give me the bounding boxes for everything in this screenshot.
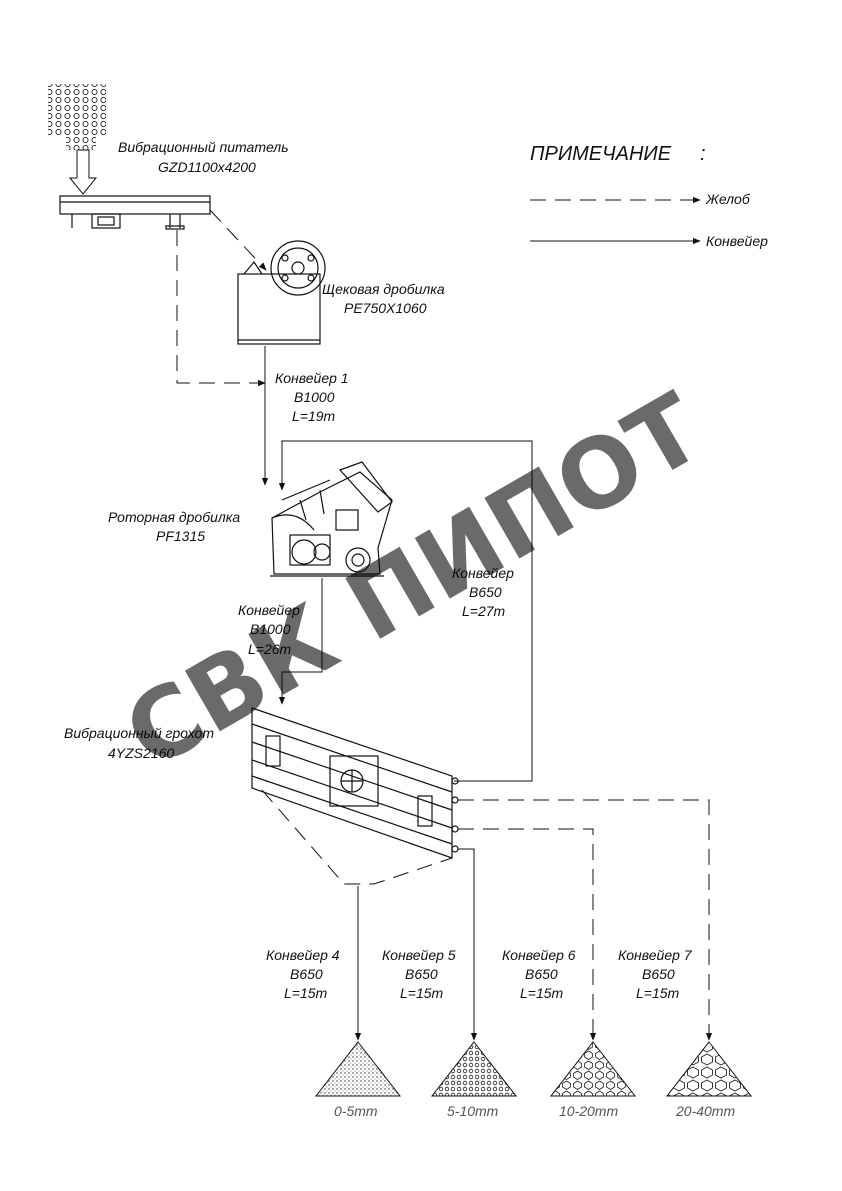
stockpile-10-20-icon: [549, 1041, 637, 1097]
watermark: СВК ПИПОТ: [107, 372, 720, 791]
conveyor-3-line: [278, 440, 533, 782]
conveyor-3-width: B650: [469, 584, 502, 600]
conveyor-2-length: L=26m: [248, 641, 292, 657]
conveyor-2-name: Конвейер: [238, 602, 300, 618]
legend-title: ПРИМЕЧАНИЕ: [530, 143, 672, 165]
screen-model: 4YZS2160: [108, 745, 174, 761]
fraction-0-5: 0-5mm: [334, 1103, 378, 1119]
jaw-crusher-model: PE750X1060: [344, 300, 427, 316]
fraction-20-40: 20-40mm: [675, 1103, 735, 1119]
vibrating-screen-icon: [251, 707, 459, 885]
conveyor-5-line: [458, 848, 478, 1041]
fraction-10-20: 10-20mm: [559, 1103, 618, 1119]
conveyor-6-name: Конвейер 6: [502, 947, 576, 963]
conveyor-6-width: B650: [525, 966, 558, 982]
legend-colon: :: [700, 143, 706, 165]
raw-material-icon: [48, 84, 106, 150]
jaw-crusher-name: Щековая дробилка: [322, 281, 445, 297]
impact-crusher-icon: [270, 461, 393, 577]
conveyor-5-name: Конвейер 5: [382, 947, 456, 963]
impact-crusher-model: PF1315: [156, 528, 205, 544]
conveyor-7-length: L=15m: [636, 985, 680, 1001]
chute-6-line: [458, 828, 597, 1041]
conveyor-4-name: Конвейер 4: [266, 947, 340, 963]
chute-feeder-to-jaw: [209, 209, 267, 271]
conveyor-3-name: Конвейер: [452, 565, 514, 581]
conveyor-1-length: L=19m: [292, 408, 336, 424]
fraction-5-10: 5-10mm: [447, 1103, 499, 1119]
conveyor-4-length: L=15m: [284, 985, 328, 1001]
conveyor-3-length: L=27m: [462, 603, 506, 619]
chute-7-line: [458, 799, 713, 1041]
conveyor-4-width: B650: [290, 966, 323, 982]
conveyor-6-length: L=15m: [520, 985, 564, 1001]
output-5-labels: Конвейер 5 B650 L=15m: [382, 947, 456, 1001]
conveyor-1-name: Конвейер 1: [275, 370, 349, 386]
conveyor-2-line: [278, 578, 323, 705]
jaw-crusher-icon: [237, 240, 326, 345]
stockpile-5-10-icon: [430, 1041, 518, 1097]
feeder-model: GZD1100x4200: [158, 159, 256, 175]
vibrating-feeder-icon: [59, 195, 211, 230]
legend-conveyor-label: Конвейер: [706, 233, 768, 249]
stockpile-20-40-icon: [665, 1041, 753, 1097]
stockpile-0-5-icon: [314, 1041, 402, 1097]
conveyor-1-width: B1000: [294, 389, 335, 405]
output-6-labels: Конвейер 6 B650 L=15m: [502, 947, 576, 1001]
chute-feeder-bypass: [176, 230, 266, 387]
impact-crusher-name: Роторная дробилка: [108, 509, 240, 525]
feeder-name: Вибрационный питатель: [118, 139, 289, 155]
output-4-labels: Конвейер 4 B650 L=15m: [266, 947, 340, 1001]
feed-arrow: [68, 149, 98, 195]
output-7-labels: Конвейер 7 B650 L=15m: [618, 947, 693, 1001]
legend-chute-label: Желоб: [705, 191, 751, 207]
conveyor-7-name: Конвейер 7: [618, 947, 693, 963]
screen-name: Вибрационный грохот: [64, 725, 214, 741]
conveyor-5-width: B650: [405, 966, 438, 982]
conveyor-5-length: L=15m: [400, 985, 444, 1001]
conveyor-7-width: B650: [642, 966, 675, 982]
conveyor-2-width: B1000: [250, 621, 291, 637]
legend: ПРИМЕЧАНИЕ : Желоб Конвейер: [530, 143, 768, 249]
